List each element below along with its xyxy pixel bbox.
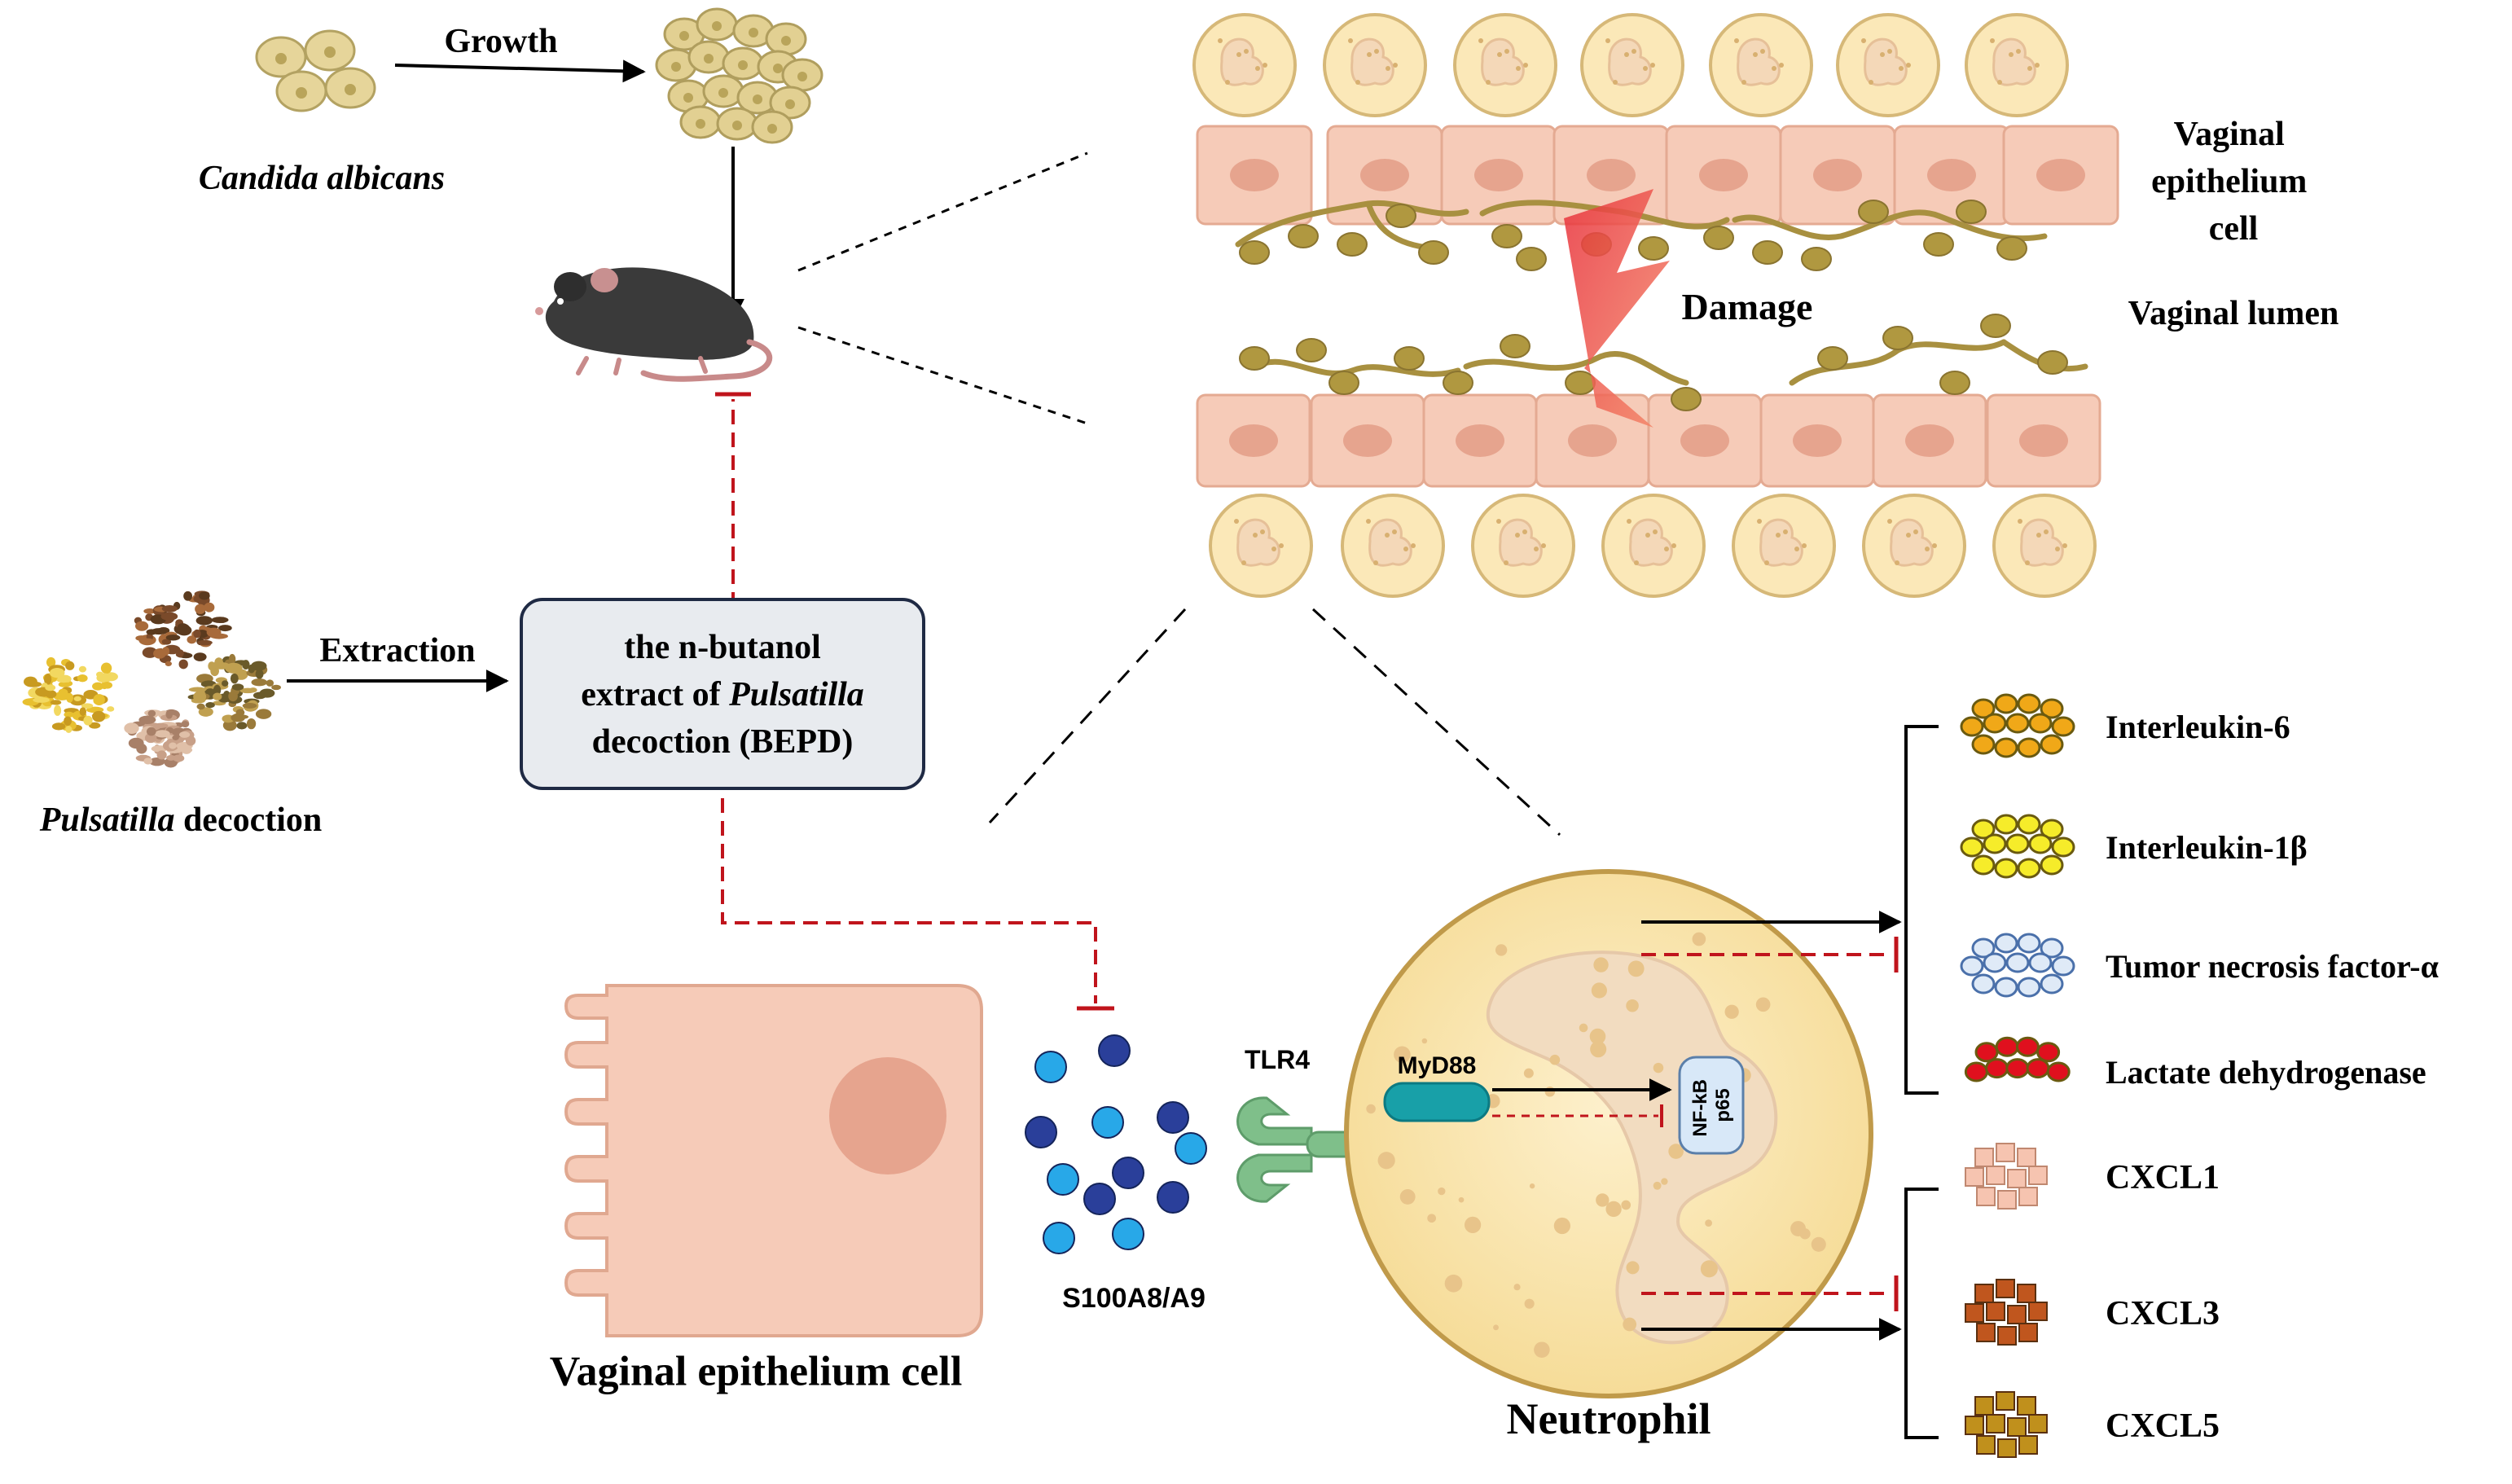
candida-label: Candida albicans bbox=[199, 160, 445, 197]
bepd-label-line3: decoction (BEPD) bbox=[592, 723, 854, 761]
s100a8-a9-molecules bbox=[1025, 1034, 1207, 1254]
nfkb-label: NF-kB p65 bbox=[1689, 1073, 1734, 1136]
cytokine-bracket bbox=[1904, 725, 1939, 1095]
extraction-label: Extraction bbox=[319, 632, 475, 670]
mediator-3: Tumor necrosis factor-α bbox=[1960, 933, 2439, 998]
neutrophil-nucleus bbox=[1486, 951, 1778, 1345]
myd88-icon bbox=[1383, 1082, 1491, 1122]
herb-pile-icon bbox=[22, 591, 281, 768]
neutrophil-cell bbox=[1344, 869, 1873, 1398]
zoom-line-bottom-2 bbox=[1311, 608, 1561, 836]
mediator-label: Lactate dehydrogenase bbox=[2106, 1054, 2426, 1091]
mediator-6: CXCL3 bbox=[1965, 1279, 2220, 1346]
candida-large-cluster bbox=[655, 7, 823, 144]
mediator-label: CXCL1 bbox=[2106, 1159, 2220, 1196]
vaginal-epithelium-cell-top-label: Vaginal epithelium cell bbox=[2151, 116, 2316, 248]
chemokine-bracket bbox=[1904, 1188, 1939, 1439]
mediator-5: CXCL1 bbox=[1965, 1143, 2220, 1210]
candida-small-cluster bbox=[255, 29, 376, 112]
growth-arrow bbox=[394, 59, 646, 83]
mediator-label: Interleukin-1β bbox=[2106, 829, 2308, 866]
zoom-line-top-2 bbox=[797, 326, 1088, 425]
growth-label: Growth bbox=[444, 23, 557, 60]
mediator-7: CXCL5 bbox=[1965, 1391, 2220, 1458]
zoom-line-bottom-1 bbox=[988, 608, 1187, 824]
bepd-box bbox=[520, 598, 925, 790]
s100-label: S100A8/A9 bbox=[1062, 1283, 1205, 1314]
mediator-label: Interleukin-6 bbox=[2106, 709, 2290, 745]
bepd-inhibits-s100-line bbox=[721, 798, 1097, 1003]
epithelium-nucleus bbox=[829, 1057, 946, 1174]
bepd-label-line2: extract of Pulsatilla bbox=[581, 676, 864, 713]
mediator-label: Tumor necrosis factor-α bbox=[2106, 948, 2439, 985]
zoom-line-top-1 bbox=[797, 151, 1088, 272]
neutrophils-top-row bbox=[1192, 13, 2069, 117]
bepd-label-line1: the n-butanol bbox=[624, 629, 821, 666]
vaginal-lumen-label: Vaginal lumen bbox=[2128, 295, 2339, 332]
pulsatilla-decoction-label: Pulsatilla decoction bbox=[39, 801, 323, 839]
hyphae-layer bbox=[1235, 200, 2088, 411]
mediator-label: CXCL5 bbox=[2106, 1407, 2220, 1445]
damage-label: Damage bbox=[1682, 286, 1813, 327]
tlr4-label: TLR4 bbox=[1245, 1045, 1310, 1074]
mediator-4: Lactate dehydrogenase bbox=[1964, 1036, 2426, 1091]
mouse-icon bbox=[535, 267, 773, 382]
neutrophils-bottom-row bbox=[1209, 494, 2097, 598]
epithelium-bottom-layer bbox=[1196, 393, 2101, 488]
mediator-2: Interleukin-1β bbox=[1960, 814, 2308, 879]
nfkb-p65-icon bbox=[1678, 1056, 1745, 1155]
mediator-label: CXCL3 bbox=[2106, 1295, 2220, 1333]
mediator-1: Interleukin-6 bbox=[1960, 693, 2290, 758]
neutrophil-label: Neutrophil bbox=[1506, 1394, 1711, 1443]
damage-bolt-icon bbox=[1564, 189, 1670, 428]
myd88-label: MyD88 bbox=[1398, 1052, 1477, 1079]
epithelium-top-layer bbox=[1196, 125, 2119, 226]
vaginal-epithelium-cell-label: Vaginal epithelium cell bbox=[550, 1348, 963, 1394]
